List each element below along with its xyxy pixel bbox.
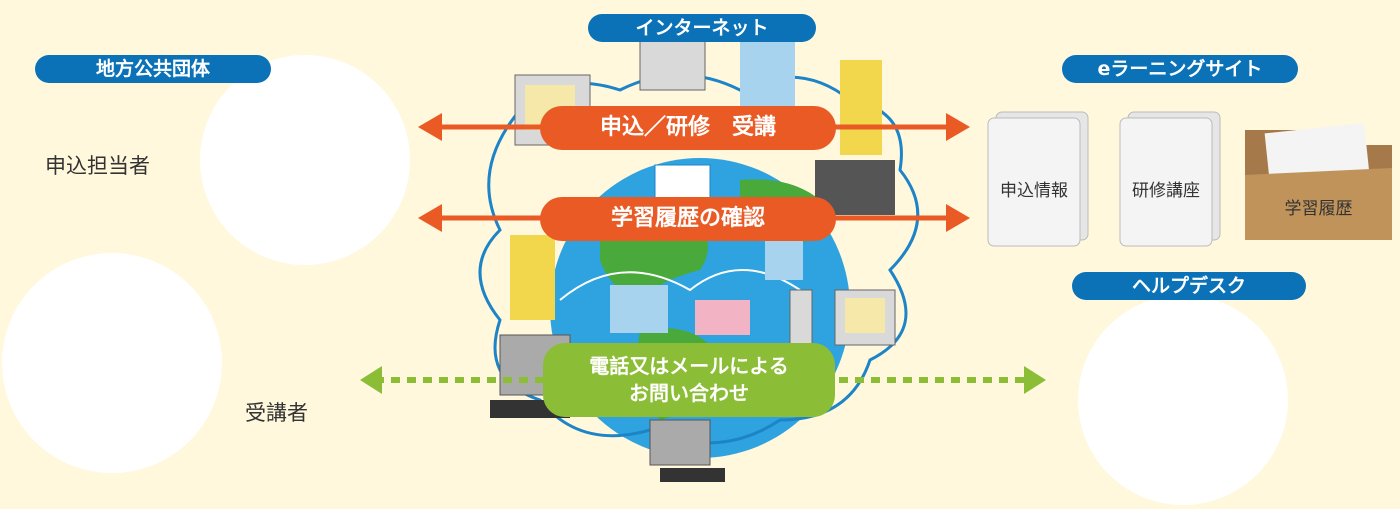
building-icon [610, 285, 668, 333]
keyboard-icon [660, 468, 725, 482]
arrow-head-left [418, 204, 442, 232]
computer-icon [639, 39, 706, 91]
building-icon [765, 235, 803, 280]
apply-training-banner: 申込／研修 受講 [540, 106, 836, 150]
applicant-illustration [200, 55, 410, 265]
history-check-banner: 学習履歴の確認 [540, 197, 836, 241]
arrow-head-right [1024, 366, 1046, 394]
learning-history-label: 学習履歴 [1284, 199, 1353, 219]
trainee-illustration [2, 253, 222, 473]
inquiry-banner: 電話又はメールによる お問い合わせ [543, 343, 835, 417]
computer-screen [845, 298, 885, 333]
inquiry-line2: お問い合わせ [629, 381, 749, 405]
document-stack-icon [1119, 117, 1213, 247]
folder-front [1245, 168, 1392, 240]
building-icon [654, 164, 711, 204]
application-info-label: 申込情報 [1000, 181, 1068, 201]
trainee-role: 受講者 [245, 401, 308, 425]
computer-icon [649, 419, 711, 466]
arrow-head-right [946, 113, 970, 141]
training-courses-label: 研修講座 [1132, 181, 1200, 201]
building-icon [510, 235, 555, 320]
applicant-role: 申込担当者 [45, 154, 150, 178]
arrow-head-left [418, 113, 442, 141]
local-government-label: 地方公共団体 [35, 55, 271, 83]
inquiry-line1: 電話又はメールによる [589, 354, 789, 378]
arrow-head-left [360, 366, 382, 394]
house-icon [695, 300, 750, 335]
help-desk-illustration [1078, 295, 1288, 505]
document-stack-icon [987, 117, 1081, 247]
elearning-site-label: eラーニングサイト [1062, 55, 1298, 83]
building-icon [840, 60, 882, 155]
arrow-head-right [946, 204, 970, 232]
internet-label: インターネット [588, 14, 816, 42]
help-desk-label: ヘルプデスク [1072, 272, 1306, 300]
